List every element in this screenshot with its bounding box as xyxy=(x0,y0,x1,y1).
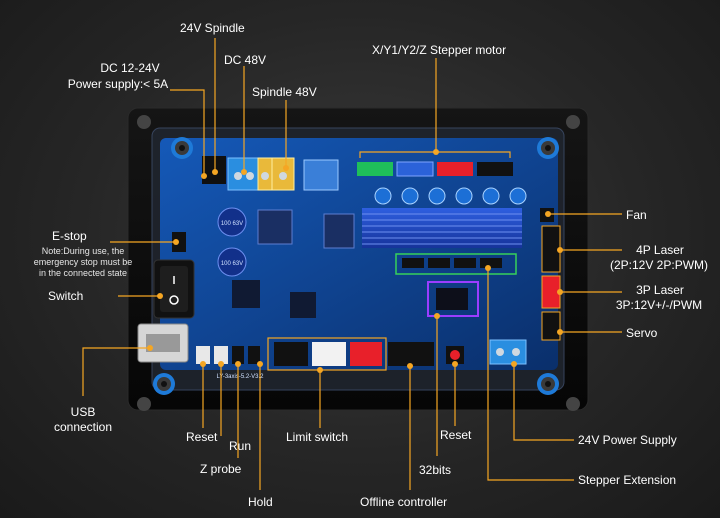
offline-controller-header xyxy=(388,342,434,366)
hold-header xyxy=(248,346,260,364)
label-servo: Servo xyxy=(626,326,658,340)
label-stepper-extension: Stepper Extension xyxy=(578,473,677,487)
label-32bits: 32bits xyxy=(419,463,452,477)
label-24v-spindle: 24V Spindle xyxy=(180,21,245,35)
mcu-32bit-outline xyxy=(427,281,479,317)
mcu-32bit xyxy=(436,288,468,310)
label-reset-right: Reset xyxy=(440,428,472,442)
stepper-y2-header xyxy=(437,162,473,176)
label-laser-3p-line1: 3P Laser xyxy=(636,283,684,297)
stepper-x-header xyxy=(357,162,393,176)
terminal-24v-power xyxy=(489,339,527,365)
ic-chip xyxy=(290,292,316,318)
case-screw xyxy=(566,397,580,411)
label-dc-supply-line1: DC 12-24V xyxy=(100,61,160,75)
inductor xyxy=(323,213,355,249)
pcb: 100 63V 100 63V xyxy=(153,137,561,395)
capacitor-marking: 100 63V xyxy=(221,221,243,227)
label-run: Run xyxy=(229,439,252,453)
estop-note-line3: in the connected state xyxy=(38,268,128,278)
stepper-y1-header xyxy=(396,161,434,177)
estop-note-line1: Note:During use, the xyxy=(41,246,125,256)
reset-header xyxy=(196,346,210,364)
stepper-z-header xyxy=(477,162,513,176)
case-screw xyxy=(137,397,151,411)
label-usb-line2: connection xyxy=(53,420,113,434)
driver-heatsink xyxy=(362,208,522,248)
label-usb-line1: USB xyxy=(70,405,96,419)
label-estop: E-stop xyxy=(52,229,87,243)
label-offline-controller: Offline controller xyxy=(360,495,448,509)
label-hold: Hold xyxy=(248,495,273,509)
label-laser-3p-line2: 3P:12V+/-/PWM xyxy=(615,298,703,312)
label-z-probe: Z probe xyxy=(200,462,242,476)
estop-note-line2: emergency stop must be xyxy=(33,257,133,267)
bulk-capacitor xyxy=(217,207,247,237)
bulk-capacitor xyxy=(217,247,247,277)
rocker-switch xyxy=(153,259,195,319)
leaders xyxy=(82,38,622,490)
capacitor-marking: 100 63V xyxy=(221,261,243,267)
label-laser-4p-line2: (2P:12V 2P:PWM) xyxy=(609,258,709,272)
zprobe-header xyxy=(232,346,244,364)
label-limit-switch: Limit switch xyxy=(286,430,349,444)
standoff-bottom-left xyxy=(153,373,175,395)
label-switch: Switch xyxy=(48,289,84,303)
ic-chip xyxy=(232,280,260,308)
standoff-top-right xyxy=(537,137,559,159)
servo-header xyxy=(541,311,561,341)
standoff-top-left xyxy=(171,137,193,159)
label-reset-left: Reset xyxy=(186,430,218,444)
label-fan: Fan xyxy=(626,208,647,222)
label-stepper-motor: X/Y1/Y2/Z Stepper motor xyxy=(372,43,507,57)
limit-switch-header-group xyxy=(267,337,387,371)
stepper-extension-header xyxy=(395,253,517,275)
label-dc-supply-line2: Power supply:< 5A xyxy=(67,77,169,91)
inductor xyxy=(257,209,293,245)
capacitor-row xyxy=(374,187,527,205)
case-screw xyxy=(566,115,580,129)
board-silkscreen: LY-3axis-5.2-V3.2 xyxy=(216,374,264,380)
label-24v-power-supply: 24V Power Supply xyxy=(578,433,677,447)
standoff-bottom-right xyxy=(537,373,559,395)
label-laser-4p-line1: 4P Laser xyxy=(636,243,684,257)
regulator-heatsink xyxy=(303,159,339,191)
run-header xyxy=(214,346,228,364)
case-screw xyxy=(137,115,151,129)
label-dc-48v: DC 48V xyxy=(224,53,267,67)
label-spindle-48v: Spindle 48V xyxy=(252,85,317,99)
